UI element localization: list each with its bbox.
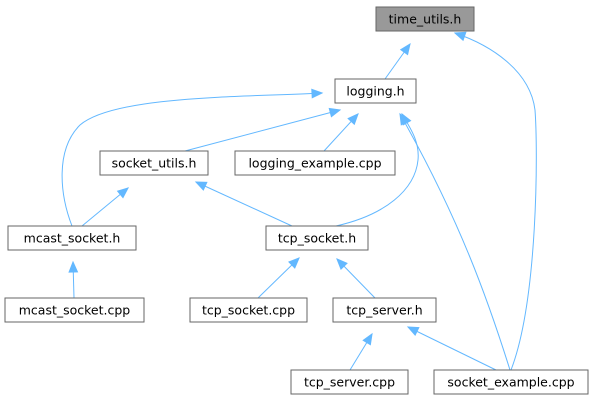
node-tcp-socket-h[interactable]: tcp_socket.h — [265, 225, 369, 251]
edge-socket-utils-to-logging — [184, 107, 342, 152]
node-label: socket_utils.h — [112, 156, 197, 171]
edge-logging-to-time-utils — [384, 42, 411, 80]
node-label: tcp_socket.h — [278, 231, 356, 246]
edge-tcp-server-to-tcp-socket — [336, 258, 376, 299]
node-time-utils-h[interactable]: time_utils.h — [375, 6, 475, 32]
edge-tcp-socket-cpp-to-tcp-socket — [257, 257, 300, 299]
arrowhead — [362, 332, 373, 346]
arrowhead — [336, 258, 348, 270]
arrowhead — [453, 31, 467, 42]
node-label: tcp_server.cpp — [304, 375, 395, 390]
arrowhead — [328, 107, 342, 118]
node-label: tcp_socket.cpp — [202, 303, 295, 318]
arrowhead — [399, 112, 410, 126]
edge-tcp-server-cpp-to-tcp-server — [349, 332, 373, 371]
arrowhead — [116, 187, 129, 199]
node-label: tcp_server.h — [346, 303, 422, 318]
edge-mcast-socket-cpp-to-mcast-socket — [68, 260, 79, 299]
edge-socket-example-to-time-utils — [453, 31, 537, 371]
arrowhead — [311, 88, 324, 99]
node-mcast-socket-h[interactable]: mcast_socket.h — [7, 225, 137, 251]
arrowhead — [194, 181, 208, 191]
arrowhead — [68, 260, 79, 273]
arrowhead — [399, 42, 411, 56]
edges-layer — [61, 31, 537, 371]
arrowhead — [406, 326, 420, 337]
nodes-layer: time_utils.h logging.h socket_utils.h lo… — [4, 6, 589, 395]
edge-logging-example-to-logging — [323, 113, 359, 152]
node-label: time_utils.h — [389, 12, 462, 27]
node-tcp-server-cpp[interactable]: tcp_server.cpp — [290, 369, 409, 395]
arrowhead — [347, 113, 359, 126]
node-label: mcast_socket.h — [24, 231, 121, 246]
edge-socket-example-to-logging — [399, 112, 511, 371]
edge-socket-example-to-tcp-server — [406, 326, 497, 371]
edge-tcp-socket-to-socket-utils — [194, 181, 293, 227]
edge-mcast-socket-to-socket-utils — [81, 187, 129, 227]
node-label: mcast_socket.cpp — [19, 303, 131, 318]
edge-mcast-socket-to-logging — [61, 88, 324, 227]
node-socket-utils-h[interactable]: socket_utils.h — [99, 150, 209, 176]
node-mcast-socket-cpp[interactable]: mcast_socket.cpp — [4, 297, 145, 323]
arrowhead — [288, 257, 300, 269]
node-socket-example-cpp[interactable]: socket_example.cpp — [433, 369, 589, 395]
node-label: socket_example.cpp — [447, 375, 574, 390]
node-tcp-server-h[interactable]: tcp_server.h — [332, 297, 437, 323]
node-logging-example-cpp[interactable]: logging_example.cpp — [234, 150, 396, 176]
node-label: logging.h — [346, 84, 404, 99]
node-logging-h[interactable]: logging.h — [334, 78, 417, 104]
node-label: logging_example.cpp — [248, 156, 381, 171]
node-tcp-socket-cpp[interactable]: tcp_socket.cpp — [189, 297, 308, 323]
